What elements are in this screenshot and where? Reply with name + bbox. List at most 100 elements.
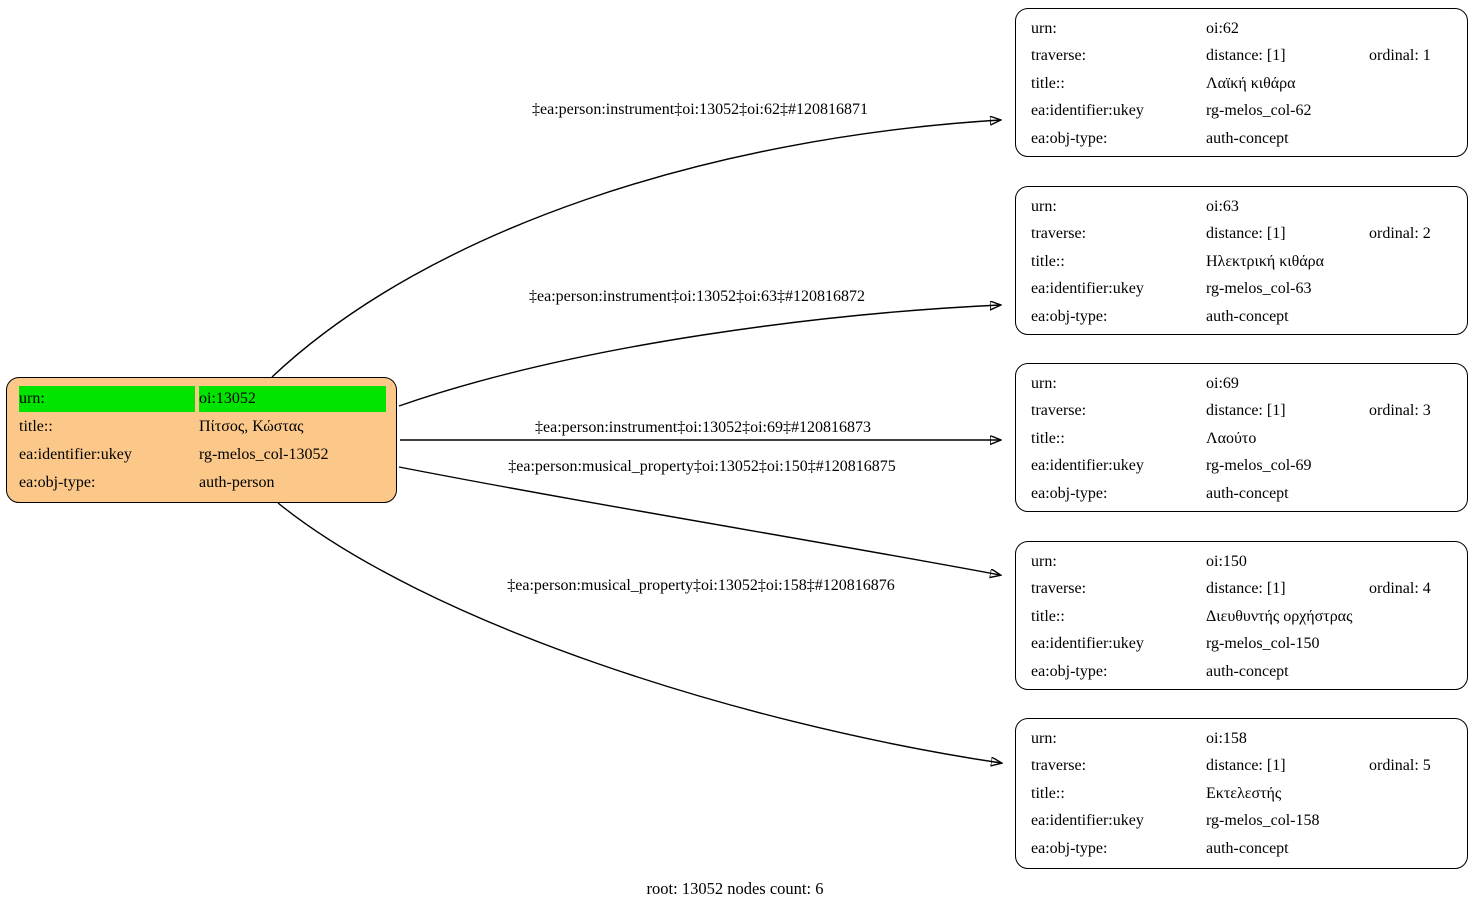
field-row: traverse: distance: [1] ordinal: 1 [1016,43,1467,71]
field-value: Εκτελεστής [1206,784,1282,802]
field-row: urn: oi:150 [1016,548,1467,576]
node-oi-62: urn: oi:62 traverse: distance: [1] ordinal: … [1015,8,1468,157]
field-label: title:: [19,418,53,435]
field-value: rg-melos_col-13052 [199,446,329,463]
field-value: Ηλεκτρική κιθάρα [1206,252,1325,270]
edge-label-musical-property-oi158: ‡ea:person:musical_property‡oi:13052‡oi:… [507,577,895,594]
field-row: ea:identifier:ukey rg-melos_col-150 [1016,631,1467,659]
field-value: auth-concept [1206,307,1289,325]
field-label: ea:identifier:ukey [1031,812,1144,830]
field-label: urn: [1031,729,1057,747]
field-label: traverse: [1031,47,1087,65]
field-label: title:: [1031,784,1065,802]
field-label: urn: [1031,19,1057,37]
field-row: ea:identifier:ukey rg-melos_col-69 [1016,453,1467,481]
field-value: oi:150 [1206,552,1247,570]
field-label: traverse: [1031,225,1087,243]
field-value-ordinal: ordinal: 2 [1369,225,1431,243]
field-label: ea:obj-type: [1031,484,1108,502]
graph-caption: root: 13052 nodes count: 6 [646,879,824,898]
field-value: distance: [1] [1206,47,1286,65]
field-label: ea:obj-type: [1031,129,1108,147]
edge-label-instrument-oi62: ‡ea:person:instrument‡oi:13052‡oi:62‡#12… [532,101,868,118]
field-label: urn: [19,386,195,412]
node-oi-63: urn: oi:63 traverse:distance: [1]ordinal: … [1015,186,1468,335]
field-row: urn: oi:69 [1016,370,1467,398]
field-row: ea:identifier:ukey rg-melos_col-62 [1016,98,1467,126]
field-row: title::Διευθυντής ορχήστρας [1016,603,1467,631]
field-row: traverse:distance: [1]ordinal: 2 [1016,221,1467,249]
field-label: title:: [1031,607,1065,625]
edge-label-musical-property-oi150: ‡ea:person:musical_property‡oi:13052‡oi:… [508,458,896,475]
field-row: title::Λαϊκή κιθάρα [1016,70,1467,98]
field-value-ordinal: ordinal: 1 [1369,47,1431,65]
field-row: ea:obj-type: auth-concept [1016,303,1467,331]
field-value: rg-melos_col-69 [1206,457,1312,475]
field-value: rg-melos_col-62 [1206,102,1312,120]
edge-label-instrument-oi69: ‡ea:person:instrument‡oi:13052‡oi:69‡#12… [535,419,871,436]
field-label: urn: [1031,197,1057,215]
field-value-ordinal: ordinal: 5 [1369,757,1431,775]
field-row: title::Ηλεκτρική κιθάρα [1016,248,1467,276]
field-row: title::Πίτσος, Κώστας [7,413,396,441]
field-label: ea:obj-type: [1031,839,1108,857]
field-row: urn: oi:158 [1016,725,1467,753]
field-label: urn: [1031,552,1057,570]
edge-label-instrument-oi63: ‡ea:person:instrument‡oi:13052‡oi:63‡#12… [529,288,865,305]
field-value: Πίτσος, Κώστας [199,418,304,435]
field-value: Διευθυντής ορχήστρας [1206,607,1353,625]
edge-instrument-oi62 [271,120,1000,378]
field-value: distance: [1] [1206,757,1286,775]
field-value: auth-concept [1206,484,1289,502]
field-label: title:: [1031,74,1065,92]
field-row: title::Λαούτο [1016,425,1467,453]
field-value: auth-concept [1206,839,1289,857]
field-label: ea:obj-type: [19,474,96,491]
field-row: ea:obj-type: auth-concept [1016,480,1467,508]
field-value-ordinal: ordinal: 4 [1369,580,1431,598]
field-value: oi:69 [1206,374,1239,392]
node-oi-150: urn: oi:150 traverse:distance: [1]ordinal:… [1015,541,1468,690]
field-label: ea:obj-type: [1031,307,1108,325]
field-value: rg-melos_col-63 [1206,280,1312,298]
field-value: rg-melos_col-158 [1206,812,1320,830]
edge-instrument-oi63 [398,305,1000,407]
field-value: oi:63 [1206,197,1239,215]
field-label: title:: [1031,429,1065,447]
field-row: traverse:distance: [1]ordinal: 4 [1016,576,1467,604]
field-row: urn: oi:63 [1016,193,1467,221]
field-value: Λαϊκή κιθάρα [1206,74,1296,92]
field-value: oi:62 [1206,19,1239,37]
field-value: rg-melos_col-150 [1206,635,1320,653]
field-row: urn:oi:13052 [7,385,396,413]
field-value: auth-person [199,474,275,491]
field-label: ea:identifier:ukey [1031,102,1144,120]
field-label: ea:identifier:ukey [1031,280,1144,298]
field-label: traverse: [1031,402,1087,420]
field-row: ea:obj-type: auth-concept [1016,835,1467,863]
field-value-ordinal: ordinal: 3 [1369,402,1431,420]
field-row: urn: oi:62 [1016,15,1467,43]
field-value: auth-concept [1206,129,1289,147]
field-label: ea:identifier:ukey [1031,457,1144,475]
field-row: ea:obj-type:auth-concept [1016,658,1467,686]
field-row: title::Εκτελεστής [1016,780,1467,808]
field-label: traverse: [1031,580,1087,598]
edge-musical-property-oi150 [398,466,1000,575]
node-oi-158: urn: oi:158 traverse: distance: [1] ordinal:… [1015,718,1468,869]
field-value: Λαούτο [1206,429,1257,447]
field-label: urn: [1031,374,1057,392]
field-row: ea:identifier:ukey rg-melos_col-63 [1016,276,1467,304]
field-label: ea:identifier:ukey [1031,635,1144,653]
field-row: traverse: distance: [1] ordinal: 5 [1016,753,1467,781]
field-label: traverse: [1031,757,1087,775]
field-row: ea:identifier:ukey rg-melos_col-158 [1016,808,1467,836]
field-label: title:: [1031,252,1065,270]
field-value: oi:13052 [199,386,386,412]
field-row: ea:obj-type: auth-concept [1016,125,1467,153]
field-value: oi:158 [1206,729,1247,747]
